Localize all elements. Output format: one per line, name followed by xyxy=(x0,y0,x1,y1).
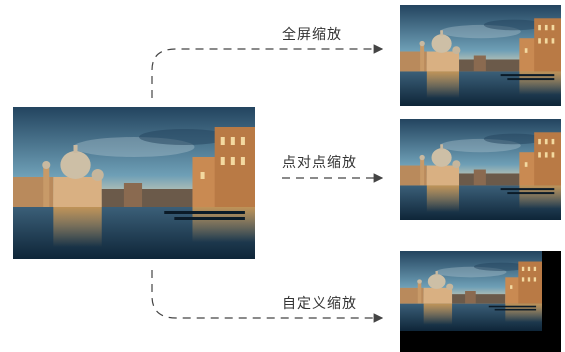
arrow-full-screen xyxy=(151,44,384,98)
label-full-screen-scaling: 全屏缩放 xyxy=(282,27,342,43)
label-custom-scaling: 自定义缩放 xyxy=(282,296,357,312)
arrow-custom xyxy=(151,270,384,323)
label-point-to-point-scaling: 点对点缩放 xyxy=(282,155,357,171)
